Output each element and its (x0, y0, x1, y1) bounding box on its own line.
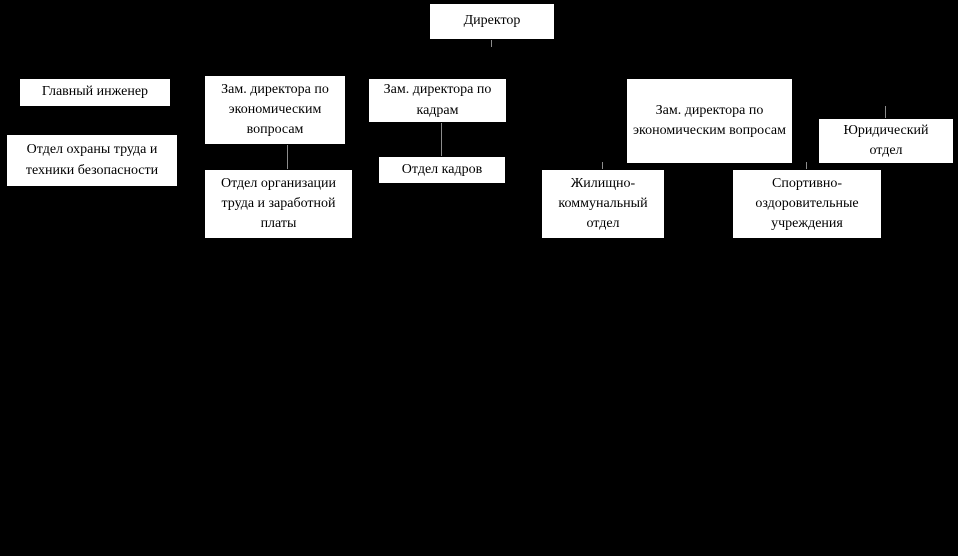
node-director: Директор (429, 3, 555, 40)
node-housing-communal-dept: Жилищно-коммунальный отдел (541, 169, 665, 239)
node-labor-organization-dept-label: Отдел организации труда и заработной пла… (220, 175, 337, 232)
node-deputy-director-hr: Зам. директора по кадрам (368, 78, 507, 123)
node-labor-safety-dept-label: Отдел охраны труда и техники безопасност… (25, 142, 159, 178)
node-legal-dept: Юридический отдел (818, 118, 954, 164)
connector-deputy-econ-to-labor-org (287, 145, 288, 169)
node-labor-safety-dept: Отдел охраны труда и техники безопасност… (6, 134, 178, 187)
node-deputy-director-economic-2-label: Зам. директора по экономическим вопросам (633, 102, 786, 138)
node-legal-dept-label: Юридический отдел (843, 122, 929, 158)
node-sports-health-facilities-label: Спортивно-оздоровительные учреждения (755, 175, 859, 232)
connector-deputy-hr-to-hr-dept (441, 123, 442, 156)
connector-to-legal-dept (885, 106, 886, 118)
node-labor-organization-dept: Отдел организации труда и заработной пла… (204, 169, 353, 239)
node-housing-communal-dept-label: Жилищно-коммунальный отдел (558, 175, 648, 232)
node-deputy-director-economic-label: Зам. директора по экономическим вопросам (221, 81, 329, 138)
connector-director-down (491, 40, 492, 47)
node-deputy-director-economic-2: Зам. директора по экономическим вопросам (626, 78, 793, 164)
connector-to-housing-dept (602, 162, 603, 169)
node-sports-health-facilities: Спортивно-оздоровительные учреждения (732, 169, 882, 239)
node-hr-dept: Отдел кадров (378, 156, 506, 184)
node-deputy-director-economic: Зам. директора по экономическим вопросам (204, 75, 346, 145)
connector-to-sports-dept (806, 162, 807, 169)
node-director-label: Директор (463, 13, 521, 29)
node-chief-engineer-label: Главный инженер (41, 84, 149, 100)
node-deputy-director-hr-label: Зам. директора по кадрам (383, 82, 492, 118)
node-chief-engineer: Главный инженер (19, 78, 171, 107)
node-hr-dept-label: Отдел кадров (401, 161, 483, 177)
